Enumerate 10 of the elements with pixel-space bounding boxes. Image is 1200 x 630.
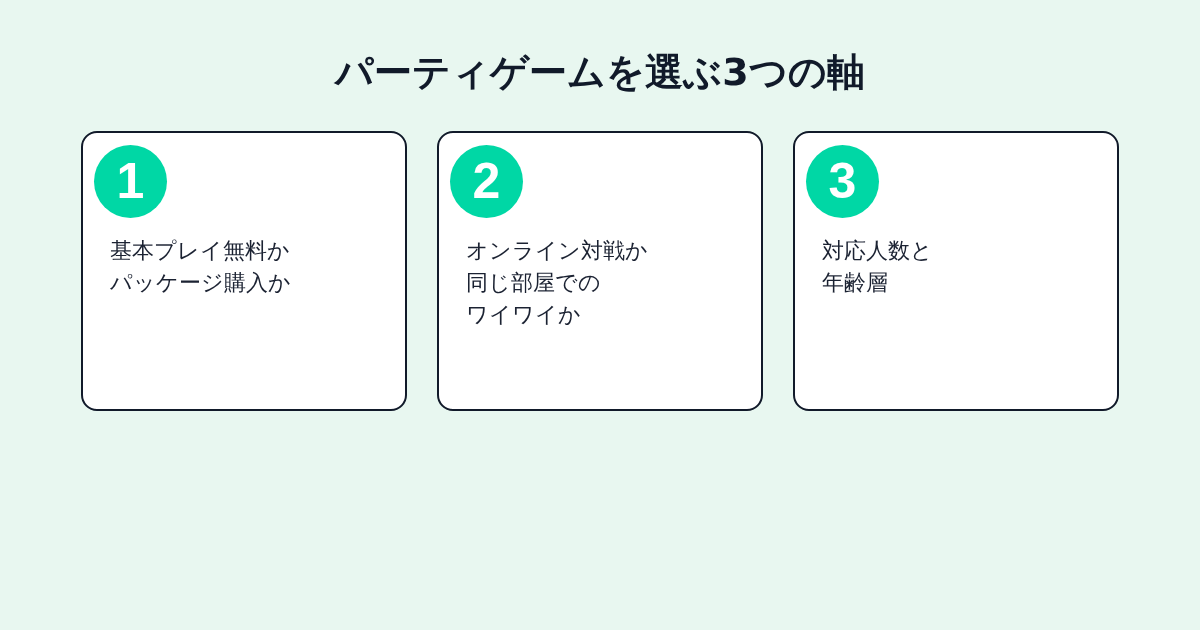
step-number-circle: 1 bbox=[94, 145, 167, 218]
card-text: 対応人数と年齢層 bbox=[822, 237, 934, 297]
step-number-circle: 2 bbox=[450, 145, 523, 218]
card bbox=[437, 131, 763, 411]
card bbox=[81, 131, 407, 411]
step-number-circle: 3 bbox=[806, 145, 879, 218]
card-text: オンライン対戦か同じ部屋でのワイワイか bbox=[466, 237, 649, 329]
card bbox=[793, 131, 1119, 411]
card-text: 基本プレイ無料かパッケージ購入か bbox=[110, 237, 292, 297]
title: パーティゲームを選ぶ3つの軸 bbox=[335, 49, 865, 96]
